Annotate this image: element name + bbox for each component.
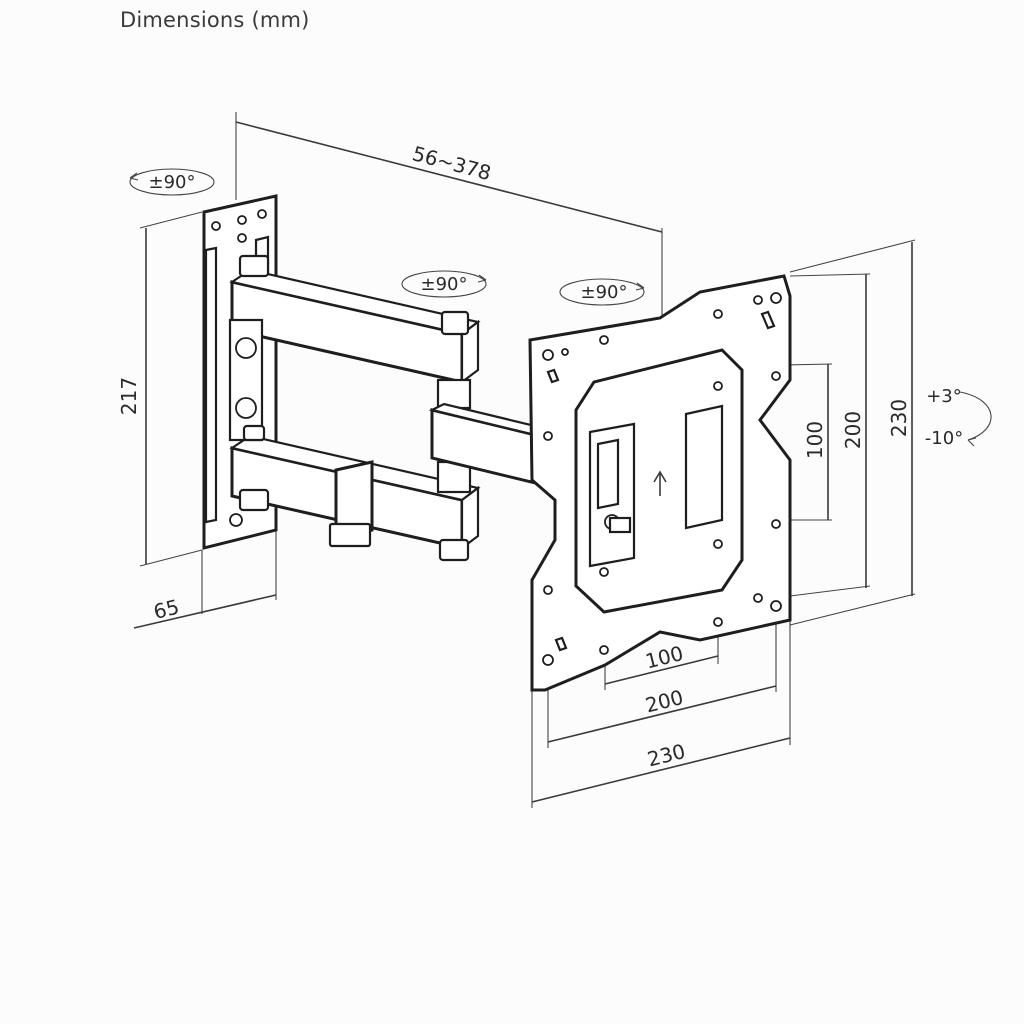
dim-wall-plate-height: 217 bbox=[117, 377, 141, 415]
dim-arm-extension: 56~378 bbox=[410, 141, 494, 185]
wall-swivel-indicator: ±90° bbox=[129, 168, 215, 196]
angle-tilt-down: -10° bbox=[925, 428, 963, 449]
angle-wall-swivel: ±90° bbox=[149, 172, 196, 193]
tilt-indicator: +3° -10° bbox=[925, 386, 992, 449]
arm-swivel-indicator: ±90° bbox=[401, 270, 487, 298]
dim-wall-plate-depth: 65 bbox=[151, 594, 182, 623]
dim-vesa-horizontal-100: 100 bbox=[643, 641, 686, 674]
page-title: Dimensions (mm) bbox=[120, 8, 310, 32]
dim-vesa-vertical-230: 230 bbox=[887, 399, 911, 437]
dim-vesa-horizontal-230: 230 bbox=[645, 739, 688, 772]
dim-vesa-vertical-100: 100 bbox=[803, 421, 827, 459]
head-swivel-indicator: ±90° bbox=[559, 278, 645, 306]
angle-arm-swivel: ±90° bbox=[421, 274, 468, 295]
lower-arm bbox=[229, 434, 481, 562]
vesa-plate bbox=[528, 274, 792, 692]
angle-tilt-up: +3° bbox=[926, 386, 962, 407]
upper-arm bbox=[229, 254, 481, 385]
dim-vesa-vertical-200: 200 bbox=[841, 411, 865, 449]
dim-vesa-horizontal-200: 200 bbox=[643, 685, 686, 718]
angle-head-swivel: ±90° bbox=[581, 282, 628, 303]
